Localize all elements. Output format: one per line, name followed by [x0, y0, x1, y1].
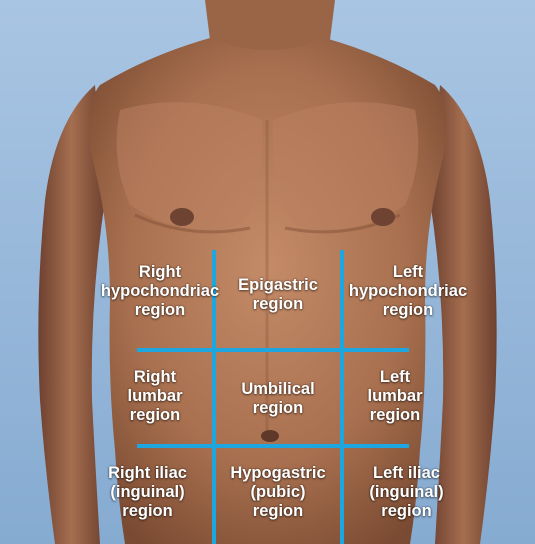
transpyloric-line	[137, 348, 409, 352]
intertubercular-line	[137, 444, 409, 448]
label-left-iliac: Left iliac (inguinal) region	[344, 464, 469, 521]
label-right-lumbar: Right lumbar region	[100, 368, 210, 425]
left-nipple	[371, 208, 395, 226]
label-left-hypochondriac: Left hypochondriac region	[343, 263, 473, 320]
label-left-lumbar: Left lumbar region	[340, 368, 450, 425]
label-right-iliac: Right iliac (inguinal) region	[85, 464, 210, 521]
right-nipple	[170, 208, 194, 226]
navel	[261, 430, 279, 442]
label-epigastric: Epigastric region	[216, 276, 340, 314]
label-hypogastric: Hypogastric (pubic) region	[216, 464, 340, 521]
label-right-hypochondriac: Right hypochondriac region	[100, 263, 220, 320]
left-pectoral	[273, 102, 419, 230]
label-umbilical: Umbilical region	[216, 380, 340, 418]
